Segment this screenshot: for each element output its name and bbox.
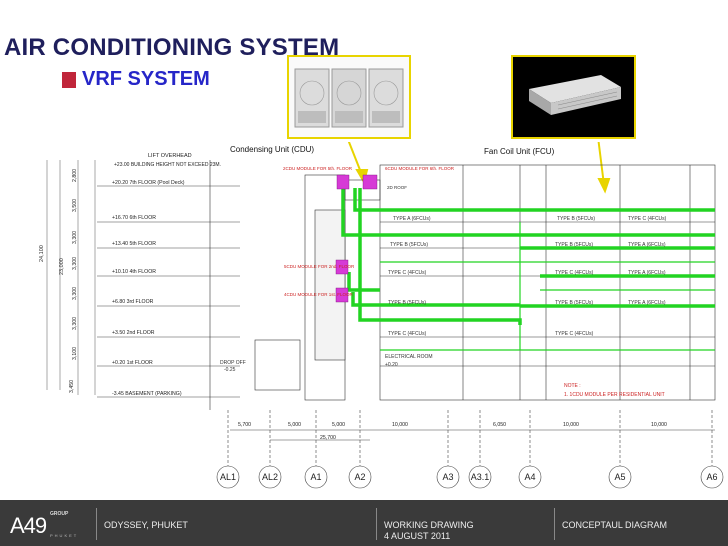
fcu-type-13: TYPE A (6FCUs) (628, 300, 666, 306)
fcu-type-6: TYPE B (5FCUs) (557, 216, 595, 222)
cdu-unit-image (289, 57, 409, 137)
floor-level-basement: -3.45 BASEMENT (PARKING) (112, 391, 182, 397)
slide-title: AIR CONDITIONING SYSTEM (4, 34, 340, 61)
fcu-type-10: TYPE C (4FCUs) (555, 270, 594, 276)
fcu-type-7: TYPE C (4FCUs) (628, 216, 667, 222)
section-drawing: 24,100 23,000 LIFT OVERHEAD +23.00 BUILD… (39, 142, 724, 489)
note-title: NOTE : (564, 383, 581, 389)
floor-height-7: 2,800 (72, 169, 78, 182)
dim-3: 5,000 (332, 422, 345, 428)
dim-1: 5,700 (238, 422, 251, 428)
logo-superscript: GROUP (50, 511, 69, 517)
note-body: 1. 1CDU MODULE PER RESIDENTIAL UNIT (564, 392, 665, 398)
cdu-units (335, 174, 378, 303)
grid-a3: A3 (442, 472, 453, 482)
bullet-marker (62, 71, 76, 88)
logo-subtitle: PHUKET (50, 533, 79, 538)
floor-height-3: 3,300 (72, 287, 78, 300)
dim-2: 5,000 (288, 422, 301, 428)
floor-level-3: +6.80 3rd FLOOR (112, 299, 154, 305)
cdu-note-2: 6CDU MODULE FOR 6th. FLOOR (385, 166, 455, 171)
fcu-type-3: TYPE C (4FCUs) (388, 270, 427, 276)
fcu-type-5: TYPE C (4FCUs) (388, 331, 427, 337)
footer-bar: A49 GROUP PHUKET ODYSSEY, PHUKET WORKING… (0, 500, 728, 546)
project-name: ODYSSEY, PHUKET (104, 520, 188, 530)
fcu-type-9: TYPE B (5FCUs) (555, 242, 593, 248)
fcu-type-2: TYPE B (5FCUs) (390, 242, 428, 248)
document-type: WORKING DRAWING (384, 520, 474, 530)
dim-total: 25,700 (320, 435, 336, 441)
fcu-type-4: TYPE B (5FCUs) (388, 300, 426, 306)
fcu-type-8: TYPE A (6FCUs) (628, 270, 666, 276)
grid-a4: A4 (524, 472, 535, 482)
floor-height-4: 3,300 (72, 257, 78, 270)
grid-a5: A5 (614, 472, 625, 482)
cdu-photo (287, 55, 411, 139)
drop-off-level: -0.25 (224, 367, 236, 373)
total-height-a: 24,100 (39, 245, 45, 262)
grid-al2: AL2 (262, 472, 278, 482)
drop-off: DROP OFF (220, 360, 246, 366)
cdu-label: Condensing Unit (CDU) (230, 145, 315, 154)
cdu-note-1: 2CDU MODULE FOR 5th. FLOOR (283, 166, 353, 171)
height-note: +23.00 BUILDING HEIGHT NOT EXCEED 23M. (114, 162, 221, 168)
grid-al1: AL1 (220, 472, 236, 482)
fcu-type-1: TYPE A (6FCUs) (393, 216, 431, 222)
footer-divider (376, 508, 377, 540)
fcu-label: Fan Coil Unit (FCU) (484, 147, 555, 156)
fcu-unit-image (513, 57, 634, 137)
footer-divider (96, 508, 97, 540)
cdu-note-3: 5CDU MODULE FOR 2nd. FLOOR (284, 264, 355, 269)
callout-arrows (347, 142, 611, 194)
electrical-level: +0.20 (385, 362, 398, 368)
subtitle-row: VRF SYSTEM (62, 68, 210, 91)
document-date: 4 AUGUST 2011 (384, 531, 451, 541)
grid-a3-1: A3.1 (471, 472, 490, 482)
roof-note: 2D ROOF (387, 185, 407, 190)
floor-level-2: +3.50 2nd FLOOR (112, 330, 155, 336)
footer-divider (554, 508, 555, 540)
floor-height-1: 3,100 (72, 347, 78, 360)
fcu-type-11: TYPE A (6FCUs) (628, 242, 666, 248)
lift-note: LIFT OVERHEAD (148, 153, 192, 159)
building-outline (209, 160, 716, 410)
grid-a2: A2 (354, 472, 365, 482)
floor-height-2: 3,300 (72, 317, 78, 330)
dim-5: 6,050 (493, 422, 506, 428)
fcu-type-14: TYPE C (4FCUs) (555, 331, 594, 337)
floor-level-5: +13.40 5th FLOOR (112, 241, 156, 247)
a49-logo: A49 (10, 513, 47, 538)
slide-subtitle: VRF SYSTEM (82, 68, 210, 90)
floor-height-5: 3,300 (72, 231, 78, 244)
grid-a6: A6 (706, 472, 717, 482)
floor-height-6: 3,500 (72, 199, 78, 212)
dim-6: 10,000 (563, 422, 579, 428)
dim-4: 10,000 (392, 422, 408, 428)
floor-level-7: +20.20 7th FLOOR (Pool Deck) (112, 180, 185, 186)
floor-height-basement: 3,450 (69, 380, 75, 393)
grid-a1: A1 (310, 472, 321, 482)
fcu-photo (511, 55, 636, 139)
dim-7: 10,000 (651, 422, 667, 428)
floor-level-4: +10.10 4th FLOOR (112, 269, 156, 275)
fcu-type-12: TYPE B (5FCUs) (555, 300, 593, 306)
cdu-note-4: 4CDU MODULE FOR 1st. FLOOR (284, 292, 354, 297)
total-height-b: 23,000 (59, 258, 65, 275)
refrigerant-pipes (341, 188, 715, 325)
floor-level-6: +16.70 6th FLOOR (112, 215, 156, 221)
floor-level-1: +0.20 1st FLOOR (112, 360, 153, 366)
electrical-room: ELECTRICAL ROOM (385, 354, 433, 360)
stage-label: CONCEPTAUL DIAGRAM (562, 520, 668, 530)
